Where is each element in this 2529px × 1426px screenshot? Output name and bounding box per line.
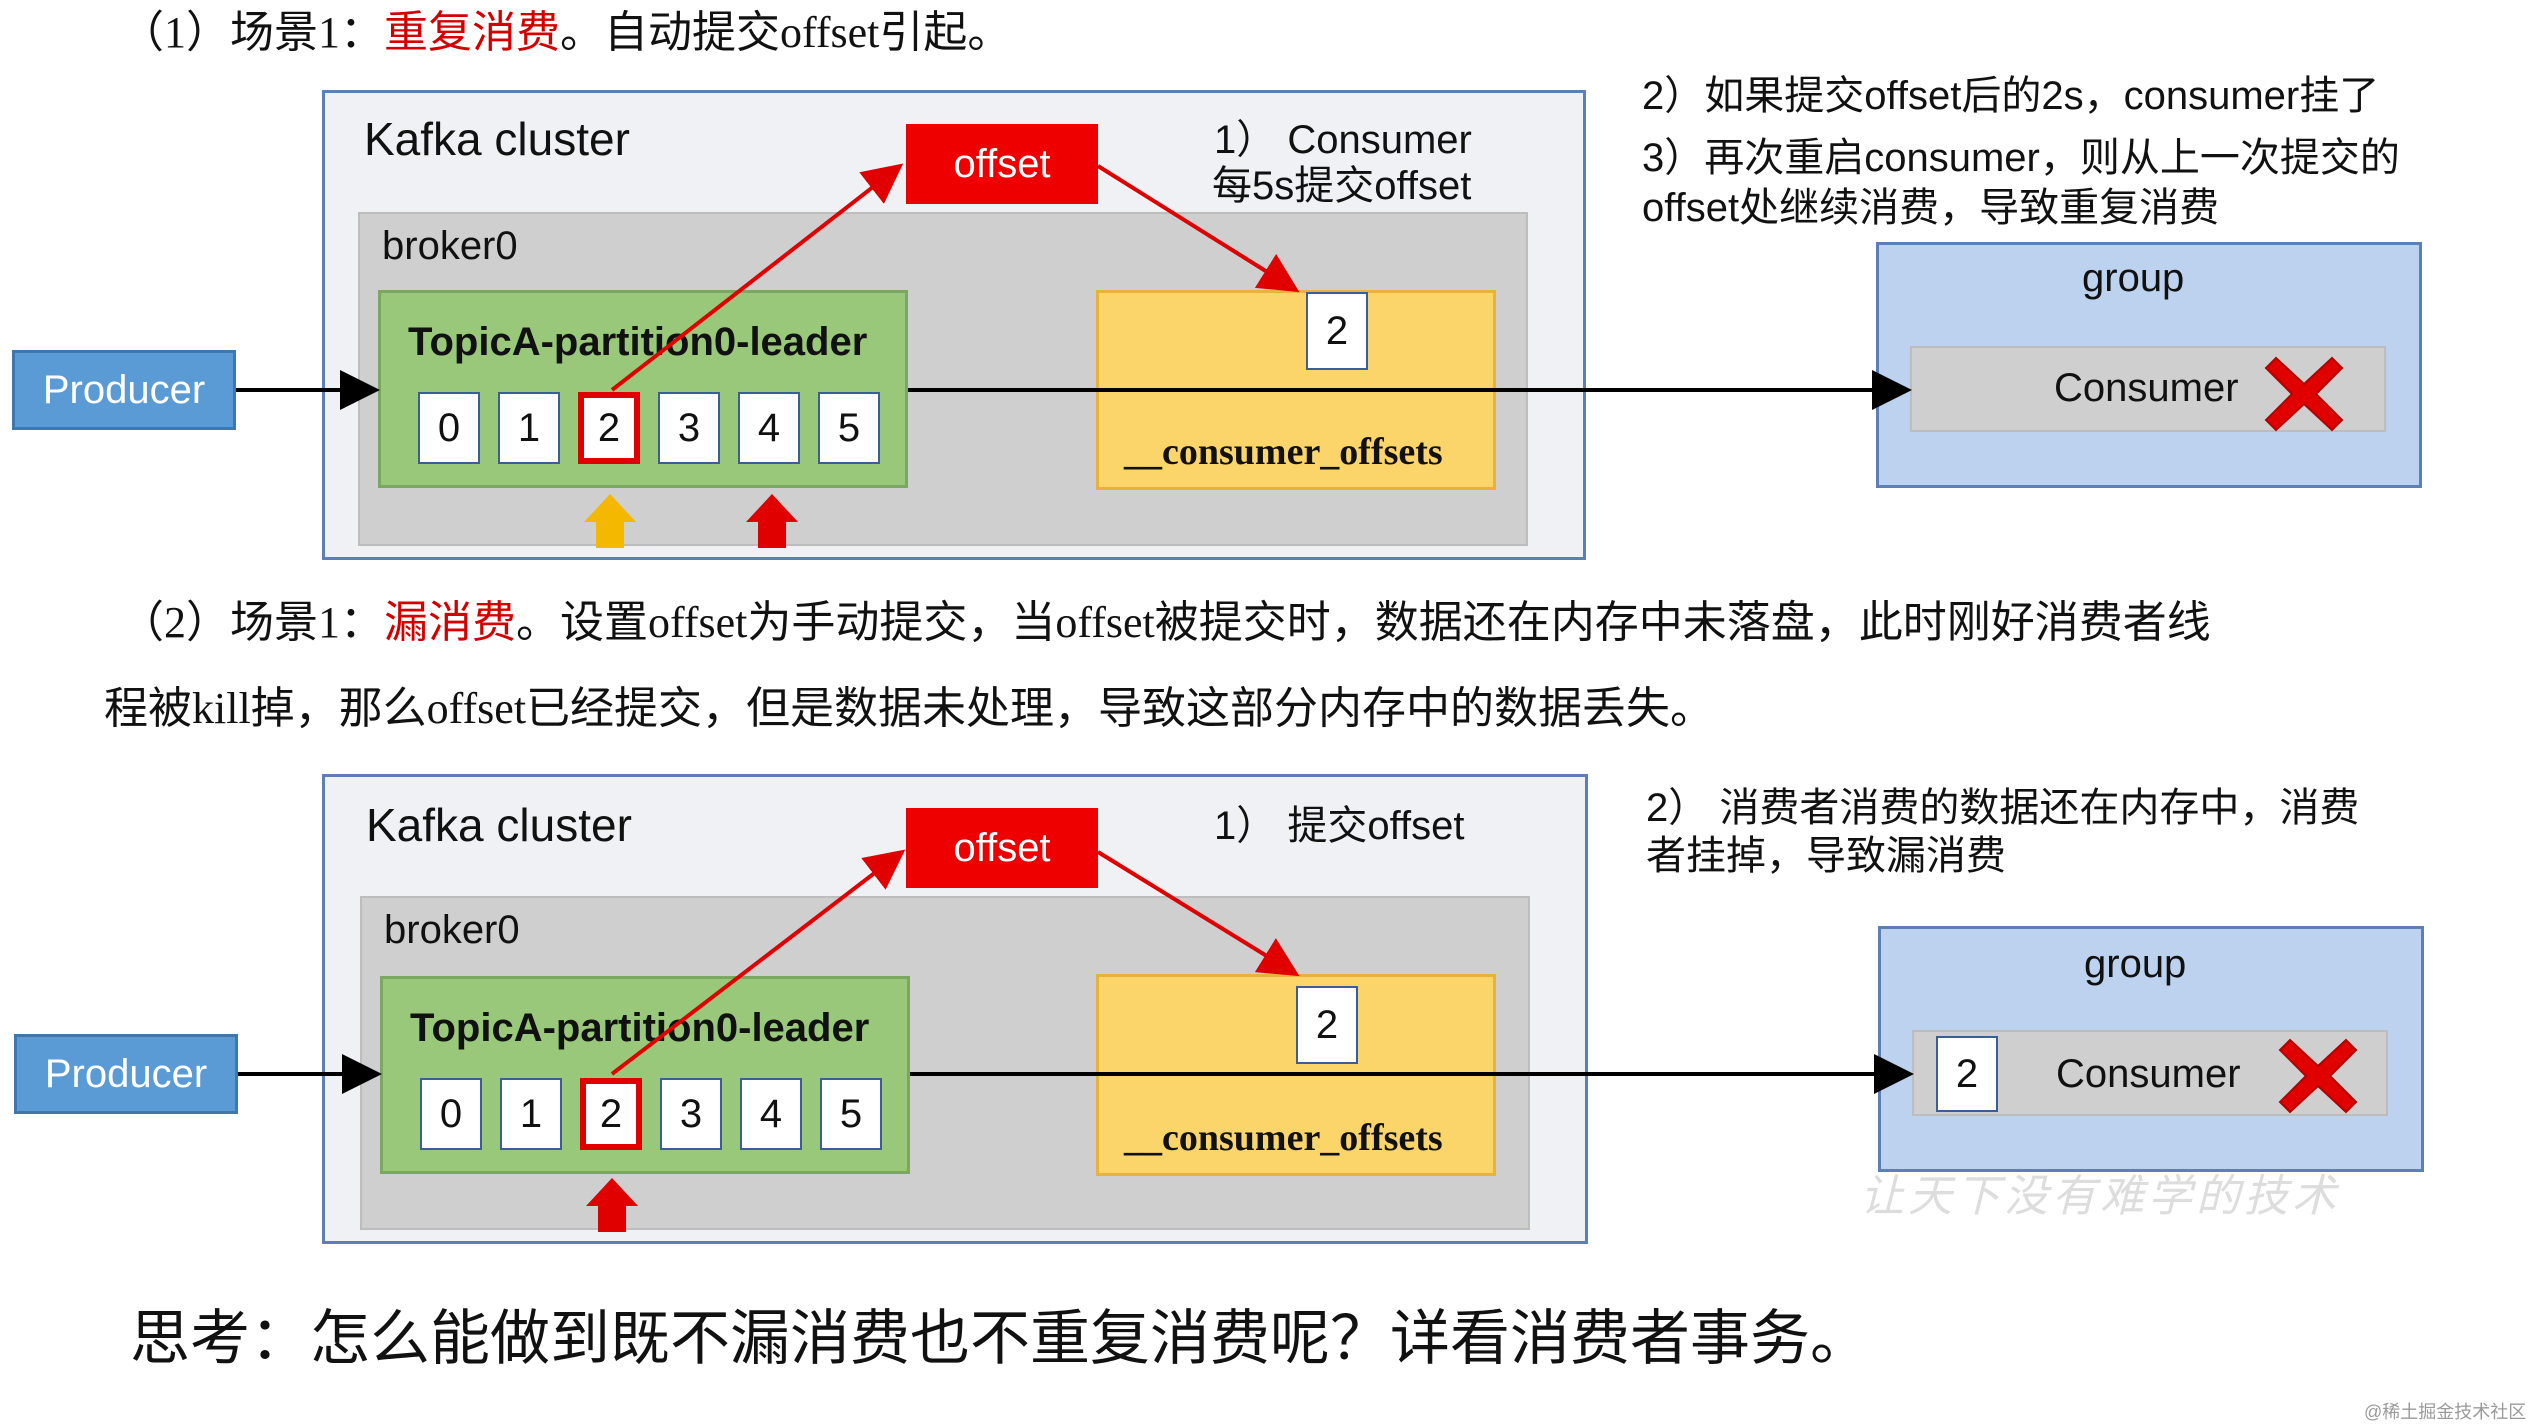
scenario2-step1: 1） 提交offset bbox=[1214, 804, 1465, 848]
scenario2-note-line2: 者挂掉，导致漏消费 bbox=[1646, 834, 2006, 878]
partition-cell: 5 bbox=[818, 392, 880, 464]
scenario2-heading: （2）场景1：漏消费。设置offset为手动提交，当offset被提交时，数据还… bbox=[120, 592, 2211, 654]
scenario1-heading: （1）场景1：重复消费。自动提交offset引起。 bbox=[120, 2, 1011, 64]
partition-cell: 1 bbox=[498, 392, 560, 464]
partition-cell: 4 bbox=[738, 392, 800, 464]
scenario2-note-line1: 2） 消费者消费的数据还在内存中，消费 bbox=[1646, 786, 2360, 830]
scenario1-offsets-value: 2 bbox=[1306, 292, 1368, 370]
credit: @稀土掘金技术社区 bbox=[2364, 1402, 2527, 1422]
scenario2-producer: Producer bbox=[14, 1034, 238, 1114]
scenario1-broker-label: broker0 bbox=[382, 224, 518, 268]
partition-cell: 1 bbox=[500, 1078, 562, 1150]
scenario2-offsets-label: __consumer_offsets bbox=[1124, 1117, 1443, 1159]
scenario1-offsets-label: __consumer_offsets bbox=[1124, 431, 1443, 473]
partition-cell: 0 bbox=[418, 392, 480, 464]
scenario1-note-line1: 2）如果提交offset后的2s，consumer挂了 bbox=[1642, 74, 2380, 118]
scenario2-offsets-value: 2 bbox=[1296, 986, 1358, 1064]
scenario1-note-line3: offset处继续消费，导致重复消费 bbox=[1642, 186, 2220, 230]
footer-question: 思考：怎么能做到既不漏消费也不重复消费呢？详看消费者事务。 bbox=[130, 1306, 1870, 1372]
scenario2-heading-prefix: （2）场景1： bbox=[120, 598, 384, 647]
scenario1-producer: Producer bbox=[12, 350, 236, 430]
partition-cell: 4 bbox=[740, 1078, 802, 1150]
close-icon bbox=[2262, 354, 2346, 439]
scenario1-heading-suffix: 。自动提交offset引起。 bbox=[560, 8, 1012, 57]
scenario1-consumer-label: Consumer bbox=[2054, 366, 2239, 410]
partition-cell: 5 bbox=[820, 1078, 882, 1150]
scenario2-heading-line2: 程被kill掉，那么offset已经提交，但是数据未处理，导致这部分内存中的数据… bbox=[104, 684, 1715, 733]
scenario1-topic-label: TopicA-partition0-leader bbox=[408, 320, 868, 364]
scenario1-partition-cells: 0 1 2 3 4 5 bbox=[418, 392, 880, 464]
scenario1-group-label: group bbox=[2082, 256, 2185, 300]
partition-cell: 3 bbox=[660, 1078, 722, 1150]
scenario2-offset-box: offset bbox=[906, 808, 1098, 888]
scenario1-cluster-label: Kafka cluster bbox=[364, 113, 630, 165]
scenario2-heading-highlight: 漏消费 bbox=[384, 598, 516, 647]
partition-cell-highlighted: 2 bbox=[578, 392, 640, 464]
partition-cell: 3 bbox=[658, 392, 720, 464]
partition-cell: 0 bbox=[420, 1078, 482, 1150]
watermark: 让天下没有难学的技术 bbox=[1860, 1172, 2340, 1221]
scenario1-offset-box: offset bbox=[906, 124, 1098, 204]
scenario1-step1-line2: 每5s提交offset bbox=[1212, 164, 1472, 208]
scenario2-consumer-value: 2 bbox=[1936, 1036, 1998, 1112]
scenario2-topic-label: TopicA-partition0-leader bbox=[410, 1006, 870, 1050]
scenario2-consumer-label: Consumer bbox=[2056, 1052, 2241, 1096]
scenario2-partition-cells: 0 1 2 3 4 5 bbox=[420, 1078, 882, 1150]
scenario2-heading-suffix: 。设置offset为手动提交，当offset被提交时，数据还在内存中未落盘，此时… bbox=[516, 598, 2211, 647]
scenario1-heading-highlight: 重复消费 bbox=[384, 8, 560, 57]
close-icon bbox=[2276, 1036, 2360, 1121]
scenario1-step1-line1: 1） Consumer bbox=[1214, 118, 1472, 162]
partition-cell-highlighted: 2 bbox=[580, 1078, 642, 1150]
scenario2-broker-label: broker0 bbox=[384, 908, 520, 952]
scenario2-group-label: group bbox=[2084, 942, 2187, 986]
scenario1-heading-prefix: （1）场景1： bbox=[120, 8, 384, 57]
scenario2-cluster-label: Kafka cluster bbox=[366, 799, 632, 851]
scenario1-note-line2: 3）再次重启consumer，则从上一次提交的 bbox=[1642, 136, 2400, 180]
